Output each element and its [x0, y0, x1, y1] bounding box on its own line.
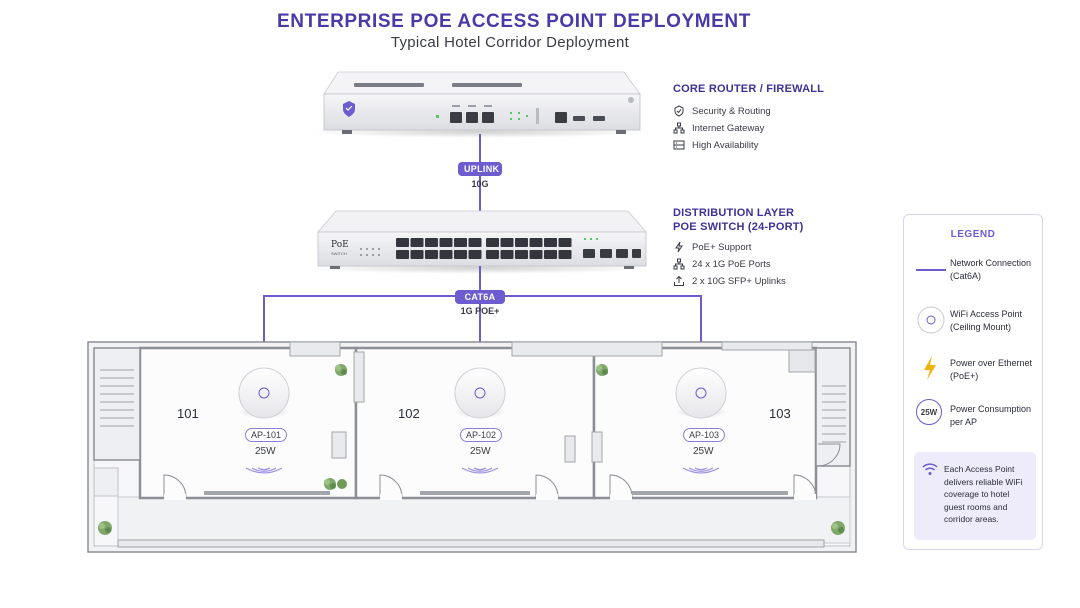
switch-port — [396, 250, 409, 259]
switch-port — [558, 250, 572, 259]
network-line-icon — [916, 269, 946, 271]
switch-port — [439, 238, 453, 247]
legend-panel: LEGEND Network Connection(Cat6A) WiFi Ac… — [903, 214, 1043, 550]
network-icon — [673, 122, 685, 134]
access-point-icon — [675, 367, 727, 419]
network-icon — [673, 258, 685, 270]
switch-port — [529, 250, 543, 259]
legend-title: LEGEND — [950, 229, 996, 240]
upload-icon — [673, 275, 685, 287]
switch-port — [439, 250, 453, 259]
switch-port — [486, 238, 499, 247]
ap-tag-102: AP-102 — [460, 428, 503, 442]
poe-switch-device — [308, 210, 652, 274]
ap-power-103: 25W — [693, 446, 714, 457]
bolt-icon — [673, 241, 685, 253]
switch-port — [410, 238, 424, 247]
switch-port — [500, 250, 514, 259]
switch-feature: PoE+ Support — [673, 240, 804, 254]
power-badge-icon: 25W — [916, 399, 942, 425]
switch-heading-line2: POE SWITCH (24-PORT) — [673, 221, 804, 233]
legend-item-access-point: WiFi Access Point(Ceiling Mount) — [950, 309, 1023, 332]
switch-port — [544, 250, 557, 259]
legend-item-network: Network Connection(Cat6A) — [950, 258, 1032, 281]
access-point-layer — [238, 367, 727, 474]
uplink-badge: UPLINK — [458, 162, 502, 176]
switch-port — [425, 238, 438, 247]
router-feature: High Availability — [673, 138, 824, 152]
uplink-speed: 10G — [471, 179, 489, 189]
switch-faceplate-logo: PoE — [331, 240, 349, 250]
switch-port — [468, 250, 482, 259]
ap-tag-101: AP-101 — [245, 428, 288, 442]
legend-note-text: Each Access Point delivers reliable WiFi… — [944, 464, 1023, 524]
switch-port — [500, 238, 514, 247]
legend-item-poe: Power over Ethernet(PoE+) — [950, 358, 1033, 381]
page-title: ENTERPRISE POE ACCESS POINT DEPLOYMENT — [277, 11, 751, 32]
wifi-signal-icon — [245, 467, 283, 474]
switch-port-array — [396, 238, 572, 259]
core-router-device — [310, 71, 650, 138]
room-number-103: 103 — [769, 406, 791, 421]
cable-spec: 1G POE+ — [460, 306, 500, 316]
switch-feature: 2 x 10G SFP+ Uplinks — [673, 274, 804, 288]
switch-port — [396, 238, 409, 247]
bolt-icon — [924, 356, 936, 380]
switch-port — [486, 250, 499, 259]
switch-port — [425, 250, 438, 259]
access-point-icon — [454, 367, 506, 419]
switch-heading-line1: DISTRIBUTION LAYER — [673, 207, 795, 219]
access-point-icon — [917, 306, 945, 334]
ap-power-102: 25W — [470, 446, 491, 457]
router-heading: CORE ROUTER / FIREWALL — [673, 83, 825, 95]
plant-icons — [98, 364, 845, 535]
switch-port — [454, 238, 467, 247]
ap-power-101: 25W — [255, 446, 276, 457]
room-number-102: 102 — [398, 406, 420, 421]
server-icon — [673, 139, 685, 151]
switch-port — [468, 238, 482, 247]
switch-port — [529, 238, 543, 247]
switch-faceplate-sub: SWITCH — [331, 251, 347, 256]
wifi-signal-icon — [682, 467, 720, 474]
wifi-icon — [922, 463, 938, 475]
wifi-signal-icon — [461, 467, 499, 474]
page-subtitle: Typical Hotel Corridor Deployment — [390, 34, 630, 51]
switch-port — [515, 238, 528, 247]
shield-icon — [673, 105, 685, 117]
switch-feature: 24 x 1G PoE Ports — [673, 257, 804, 271]
switch-port — [544, 238, 557, 247]
legend-note: Each Access Point delivers reliable WiFi… — [914, 452, 1036, 540]
router-feature: Internet Gateway — [673, 121, 824, 135]
switch-port — [515, 250, 528, 259]
ap-tag-103: AP-103 — [683, 428, 726, 442]
switch-port — [410, 250, 424, 259]
router-info: CORE ROUTER / FIREWALL Security & Routin… — [673, 82, 824, 152]
switch-port — [558, 238, 572, 247]
switch-port — [454, 250, 467, 259]
cable-badge: CAT6A — [455, 290, 505, 304]
room-number-101: 101 — [177, 406, 199, 421]
switch-info: DISTRIBUTION LAYER POE SWITCH (24-PORT) … — [673, 206, 804, 288]
access-point-icon — [238, 367, 290, 419]
router-feature: Security & Routing — [673, 104, 824, 118]
